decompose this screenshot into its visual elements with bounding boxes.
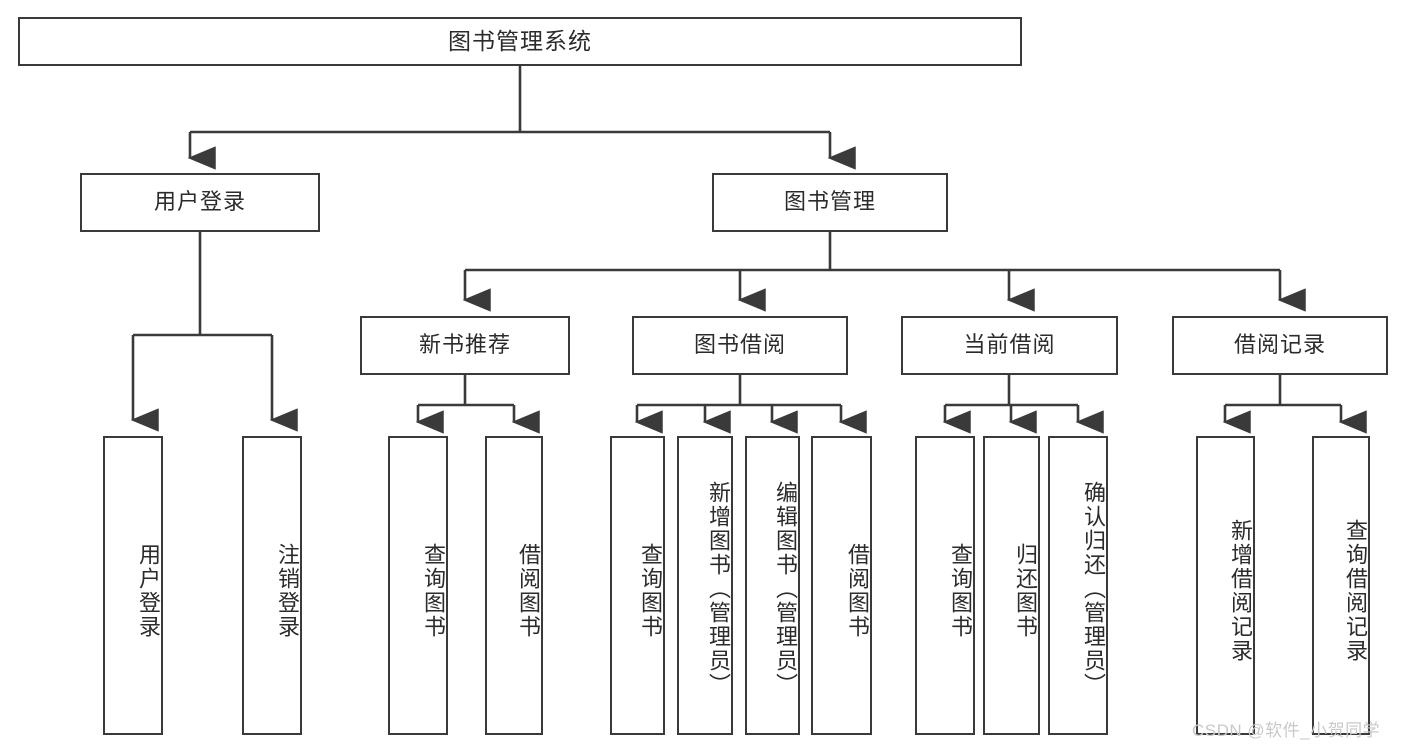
node-root-system[interactable]: 图书管理系统	[18, 17, 1022, 66]
leaf-borrow-query-book[interactable]: 查询图书	[610, 436, 665, 735]
leaf-add-borrow-record[interactable]: 新增借阅记录	[1196, 436, 1255, 735]
leaf-add-book-admin[interactable]: 新增图书（管理员）	[677, 436, 733, 735]
node-borrow-record[interactable]: 借阅记录	[1172, 316, 1388, 375]
node-user-login[interactable]: 用户登录	[80, 173, 320, 232]
node-current-borrow[interactable]: 当前借阅	[901, 316, 1118, 375]
leaf-logout[interactable]: 注销登录	[242, 436, 302, 735]
leaf-confirm-return-admin[interactable]: 确认归还（管理员）	[1048, 436, 1108, 735]
leaf-new-book-borrow[interactable]: 借阅图书	[485, 436, 543, 735]
node-new-book-recommend[interactable]: 新书推荐	[360, 316, 570, 375]
node-book-borrow[interactable]: 图书借阅	[632, 316, 848, 375]
node-book-manage[interactable]: 图书管理	[712, 173, 948, 232]
leaf-borrow-book[interactable]: 借阅图书	[811, 436, 872, 735]
leaf-return-book[interactable]: 归还图书	[983, 436, 1040, 735]
leaf-query-borrow-record[interactable]: 查询借阅记录	[1312, 436, 1370, 735]
csdn-watermark: CSDN @软件_小贺同学	[1192, 721, 1381, 740]
leaf-user-login[interactable]: 用户登录	[103, 436, 163, 735]
leaf-new-book-query[interactable]: 查询图书	[388, 436, 448, 735]
leaf-edit-book-admin[interactable]: 编辑图书（管理员）	[745, 436, 800, 735]
leaf-current-query-book[interactable]: 查询图书	[915, 436, 975, 735]
